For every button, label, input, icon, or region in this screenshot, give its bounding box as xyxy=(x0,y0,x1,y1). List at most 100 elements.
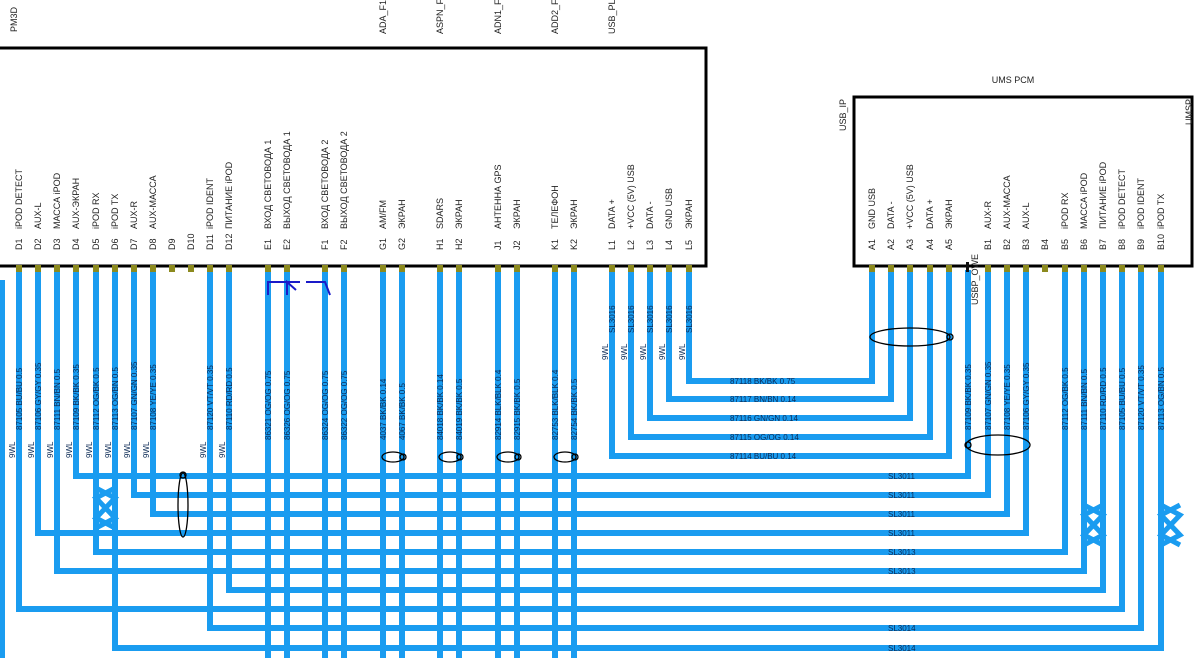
pin-L1[interactable] xyxy=(609,265,615,272)
pin-L2[interactable] xyxy=(628,265,634,272)
pin-D9[interactable] xyxy=(169,265,175,272)
sub-connector-label: USB_IP xyxy=(838,99,848,131)
pin-A3[interactable] xyxy=(907,265,913,272)
pin-label: ЭКРАН xyxy=(454,199,464,229)
pin-D6[interactable] xyxy=(112,265,118,272)
pin-A2[interactable] xyxy=(888,265,894,272)
wire-D5-B5[interactable] xyxy=(93,270,1068,555)
pin-B8[interactable] xyxy=(1119,265,1125,272)
wire-D4-OWE[interactable] xyxy=(73,270,971,479)
pin-B2[interactable] xyxy=(1004,265,1010,272)
pin-id: L4 xyxy=(664,240,674,250)
wire-type-label: 9WL xyxy=(65,441,74,458)
pin-F1[interactable] xyxy=(322,265,328,272)
pin-label: iPOD IDENT xyxy=(205,177,215,229)
pin-id: D12 xyxy=(224,233,234,250)
pin-B4[interactable] xyxy=(1042,265,1048,272)
shield-drain-icon xyxy=(514,453,522,461)
pin-B6[interactable] xyxy=(1081,265,1087,272)
pin-id: A1 xyxy=(867,239,877,250)
pin-A1[interactable] xyxy=(869,265,875,272)
wire-code-label: 84018 BK/BK 0.14 xyxy=(436,374,445,440)
pin-label: АНТЕННА GPS xyxy=(493,164,503,229)
pin-D4[interactable] xyxy=(73,265,79,272)
pin-id: L3 xyxy=(645,240,655,250)
wire-type-label: 9WL xyxy=(104,441,113,458)
pin-id: D4 xyxy=(71,238,81,250)
pin-J2[interactable] xyxy=(514,265,520,272)
pin-B9[interactable] xyxy=(1138,265,1144,272)
pin-A5[interactable] xyxy=(946,265,952,272)
pin-id: L1 xyxy=(607,240,617,250)
pin-label: GND USB xyxy=(664,188,674,229)
pin-A4[interactable] xyxy=(927,265,933,272)
pin-G1[interactable] xyxy=(380,265,386,272)
wire-D8-B2[interactable] xyxy=(150,270,1010,517)
pin-id: D10 xyxy=(186,233,196,250)
wire-D6-B10[interactable] xyxy=(112,270,1164,651)
pin-K1[interactable] xyxy=(552,265,558,272)
pin-D3[interactable] xyxy=(54,265,60,272)
wires xyxy=(0,270,1185,658)
wire-code-label: 87118 BK/BK 0.75 xyxy=(730,377,796,386)
wire-D1-B8[interactable] xyxy=(16,270,1125,612)
pin-id: D1 xyxy=(14,238,24,250)
pin-label: iPOD TX xyxy=(110,194,120,229)
pin-K2[interactable] xyxy=(571,265,577,272)
pin-G2[interactable] xyxy=(399,265,405,272)
wire-code-label: 87109 BK/BK 0.35 xyxy=(72,364,81,430)
wire-usb-L4[interactable] xyxy=(666,270,894,402)
pin-D5[interactable] xyxy=(93,265,99,272)
pin-id: A2 xyxy=(886,239,896,250)
pin-B10[interactable] xyxy=(1158,265,1164,272)
pin-B3[interactable] xyxy=(1023,265,1029,272)
wire-D11-B9[interactable] xyxy=(207,270,1144,631)
pin-id: B1 xyxy=(983,239,993,250)
wire-code-label: 84019 BK/BK 0.5 xyxy=(455,378,464,440)
pin-id: J1 xyxy=(493,240,503,250)
wire-type-label: 9WL xyxy=(123,441,132,458)
wire-code-label: 87112 OG/BK 0.5 xyxy=(1061,367,1070,430)
owe-marker xyxy=(966,262,969,272)
pin-B1[interactable] xyxy=(985,265,991,272)
pin-J1[interactable] xyxy=(495,265,501,272)
pin-id: K2 xyxy=(569,239,579,250)
pin-L5[interactable] xyxy=(686,265,692,272)
pin-D12[interactable] xyxy=(226,265,232,272)
wire-D12-B7[interactable] xyxy=(226,270,1106,593)
wire-usb-L2[interactable] xyxy=(628,270,933,440)
twisted-pair-marker xyxy=(438,451,462,463)
pin-E2[interactable] xyxy=(284,265,290,272)
pin-D8[interactable] xyxy=(150,265,156,272)
pin-D10[interactable] xyxy=(188,265,194,272)
pin-L4[interactable] xyxy=(666,265,672,272)
wire-usb-L5[interactable] xyxy=(686,270,875,384)
pin-D7[interactable] xyxy=(131,265,137,272)
wire-code-label: 87112 OG/BK 0.5 xyxy=(92,367,101,430)
pin-label: iPOD IDENT xyxy=(1136,177,1146,229)
pin-label: DATA - xyxy=(645,201,655,229)
splice-label: SL3011 xyxy=(888,529,916,538)
pin-id: D9 xyxy=(167,238,177,250)
pin-H2[interactable] xyxy=(456,265,462,272)
pin-L3[interactable] xyxy=(647,265,653,272)
shield-drain-icon xyxy=(179,471,187,479)
pin-B7[interactable] xyxy=(1100,265,1106,272)
wire-usb-L1[interactable] xyxy=(609,270,952,459)
pin-D1[interactable] xyxy=(16,265,22,272)
pin-E1[interactable] xyxy=(265,265,271,272)
pin-id: K1 xyxy=(550,239,560,250)
wire-code-label: 82915 BK/BK 0.5 xyxy=(513,378,522,440)
pin-D11[interactable] xyxy=(207,265,213,272)
pin-B5[interactable] xyxy=(1062,265,1068,272)
pin-H1[interactable] xyxy=(437,265,443,272)
pin-F2[interactable] xyxy=(341,265,347,272)
wire-D2-B3[interactable] xyxy=(35,270,1029,536)
pin-D2[interactable] xyxy=(35,265,41,272)
wire-D3-B6[interactable] xyxy=(54,270,1087,574)
wire-type-label: 9WL xyxy=(601,343,610,360)
wire-usb-L3[interactable] xyxy=(647,270,913,421)
pin-label: iPOD DETECT xyxy=(1117,168,1127,229)
wire-D7-B1[interactable] xyxy=(131,270,991,498)
